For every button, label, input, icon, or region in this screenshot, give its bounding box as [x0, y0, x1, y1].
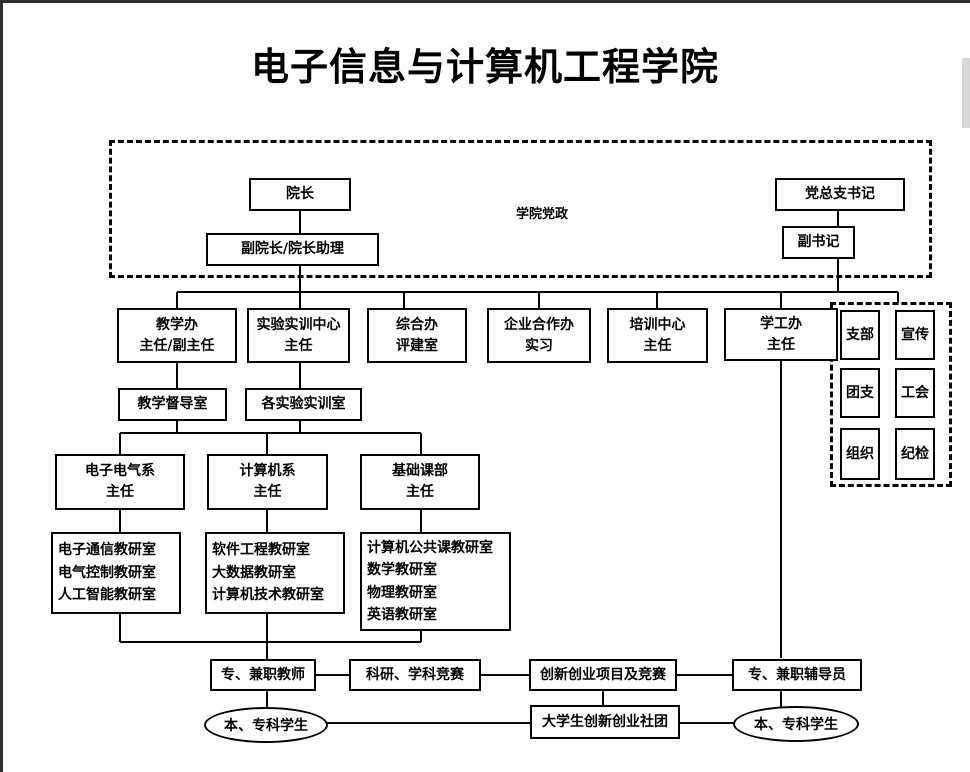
student-affairs-name: 学工办: [760, 315, 802, 332]
supervision-room-box: 教学督导室: [118, 388, 227, 421]
cs-department-role: 主任: [253, 484, 282, 500]
discipline-box: 纪检: [895, 428, 935, 480]
lab-center-box: 实验实训中心 主任: [247, 308, 350, 363]
party-unit-label: 团支: [846, 384, 874, 401]
party-units-group-border: [830, 302, 952, 487]
party-unit-label: 支部: [846, 326, 874, 343]
vice-dean-label: 副院长/院长助理: [240, 241, 345, 257]
basic-research-rooms-box: 计算机公共课教研室 数学教研室 物理教研室 英语教研室: [360, 532, 511, 631]
scrollbar-tab[interactable]: [962, 58, 970, 128]
ee-department-name: 电子电气系: [85, 463, 155, 479]
vice-dean-box: 副院长/院长助理: [206, 233, 379, 266]
general-office-name: 综合办: [396, 316, 438, 333]
window-left-border: [0, 0, 3, 772]
cs-department-name: 计算机系: [239, 463, 296, 479]
students-right-ellipse: 本、专科学生: [733, 706, 859, 742]
research-room: 大数据教研室: [212, 564, 296, 581]
research-room: 人工智能教研室: [58, 587, 156, 604]
innovation-projects-label: 创新创业项目及竞赛: [540, 666, 666, 683]
training-center-box: 培训中心 主任: [607, 308, 708, 363]
research-room: 英语教研室: [367, 606, 437, 623]
teachers-box: 专、兼职教师: [210, 659, 316, 691]
party-branch-box: 支部: [840, 310, 880, 360]
research-room: 物理教研室: [367, 584, 437, 601]
party-admin-label: 学院党政: [516, 207, 569, 222]
lab-center-role: 主任: [284, 337, 313, 354]
cs-research-rooms-box: 软件工程教研室 大数据教研室 计算机技术教研室: [205, 532, 345, 614]
basic-department-role: 主任: [406, 484, 434, 500]
students-right-label: 本、专科学生: [754, 717, 838, 733]
research-room: 电气控制教研室: [58, 564, 156, 581]
enterprise-office-box: 企业合作办 实习: [487, 308, 591, 363]
organization-box: 组织: [840, 428, 880, 480]
enterprise-office-sub: 实习: [525, 337, 553, 354]
party-unit-label: 纪检: [901, 445, 929, 462]
student-affairs-box: 学工办 主任: [724, 308, 838, 361]
counselors-box: 专、兼职辅导员: [732, 659, 862, 691]
party-unit-label: 工会: [901, 384, 929, 401]
basic-department-name: 基础课部: [392, 463, 448, 479]
research-competition-label: 科研、学科竞赛: [366, 666, 464, 683]
party-unit-label: 组织: [846, 445, 874, 462]
training-center-role: 主任: [643, 337, 672, 354]
teachers-label: 专、兼职教师: [221, 666, 305, 683]
party-admin-group-border: [109, 140, 932, 278]
supervision-room-label: 教学督导室: [137, 396, 208, 412]
students-left-ellipse: 本、专科学生: [204, 707, 328, 743]
student-affairs-role: 主任: [767, 336, 795, 353]
page-title: 电子信息与计算机工程学院: [250, 45, 719, 89]
students-left-label: 本、专科学生: [224, 718, 308, 734]
publicity-box: 宣传: [895, 310, 935, 360]
dean-label: 院长: [286, 186, 314, 202]
dean-box: 院长: [249, 178, 351, 211]
innovation-club-label: 大学生创新创业社团: [542, 713, 668, 730]
training-center-name: 培训中心: [629, 316, 686, 333]
general-office-sub: 评建室: [396, 337, 438, 354]
ee-department-role: 主任: [106, 484, 134, 500]
enterprise-office-name: 企业合作办: [504, 316, 574, 333]
party-secretary-box: 党总支书记: [775, 178, 905, 211]
research-competition-box: 科研、学科竞赛: [349, 659, 481, 691]
party-unit-label: 宣传: [901, 326, 929, 343]
cs-department-box: 计算机系 主任: [207, 454, 328, 510]
innovation-projects-box: 创新创业项目及竞赛: [529, 659, 677, 691]
deputy-secretary-box: 副书记: [782, 226, 855, 259]
ee-research-rooms-box: 电子通信教研室 电气控制教研室 人工智能教研室: [51, 532, 181, 614]
lab-center-name: 实验实训中心: [256, 316, 341, 333]
teaching-office-box: 教学办 主任/副主任: [117, 308, 237, 363]
teaching-office-name: 教学办: [156, 316, 198, 333]
research-room: 软件工程教研室: [212, 542, 310, 559]
labor-union-box: 工会: [895, 368, 935, 418]
counselors-label: 专、兼职辅导员: [748, 666, 846, 683]
deputy-secretary-label: 副书记: [797, 234, 840, 250]
lab-rooms-label: 各实验实训室: [261, 396, 346, 412]
general-office-box: 综合办 评建室: [367, 308, 467, 363]
teaching-office-role: 主任/副主任: [139, 337, 215, 354]
youth-league-box: 团支: [840, 368, 880, 418]
window-top-border: [0, 0, 970, 3]
ee-department-box: 电子电气系 主任: [55, 454, 185, 510]
research-room: 计算机技术教研室: [212, 587, 324, 604]
innovation-club-box: 大学生创新创业社团: [530, 705, 680, 739]
research-room: 电子通信教研室: [58, 542, 156, 559]
basic-department-box: 基础课部 主任: [360, 454, 480, 510]
research-room: 数学教研室: [367, 562, 437, 579]
research-room: 计算机公共课教研室: [367, 539, 493, 556]
party-secretary-label: 党总支书记: [805, 186, 875, 202]
lab-rooms-box: 各实验实训室: [245, 388, 362, 421]
